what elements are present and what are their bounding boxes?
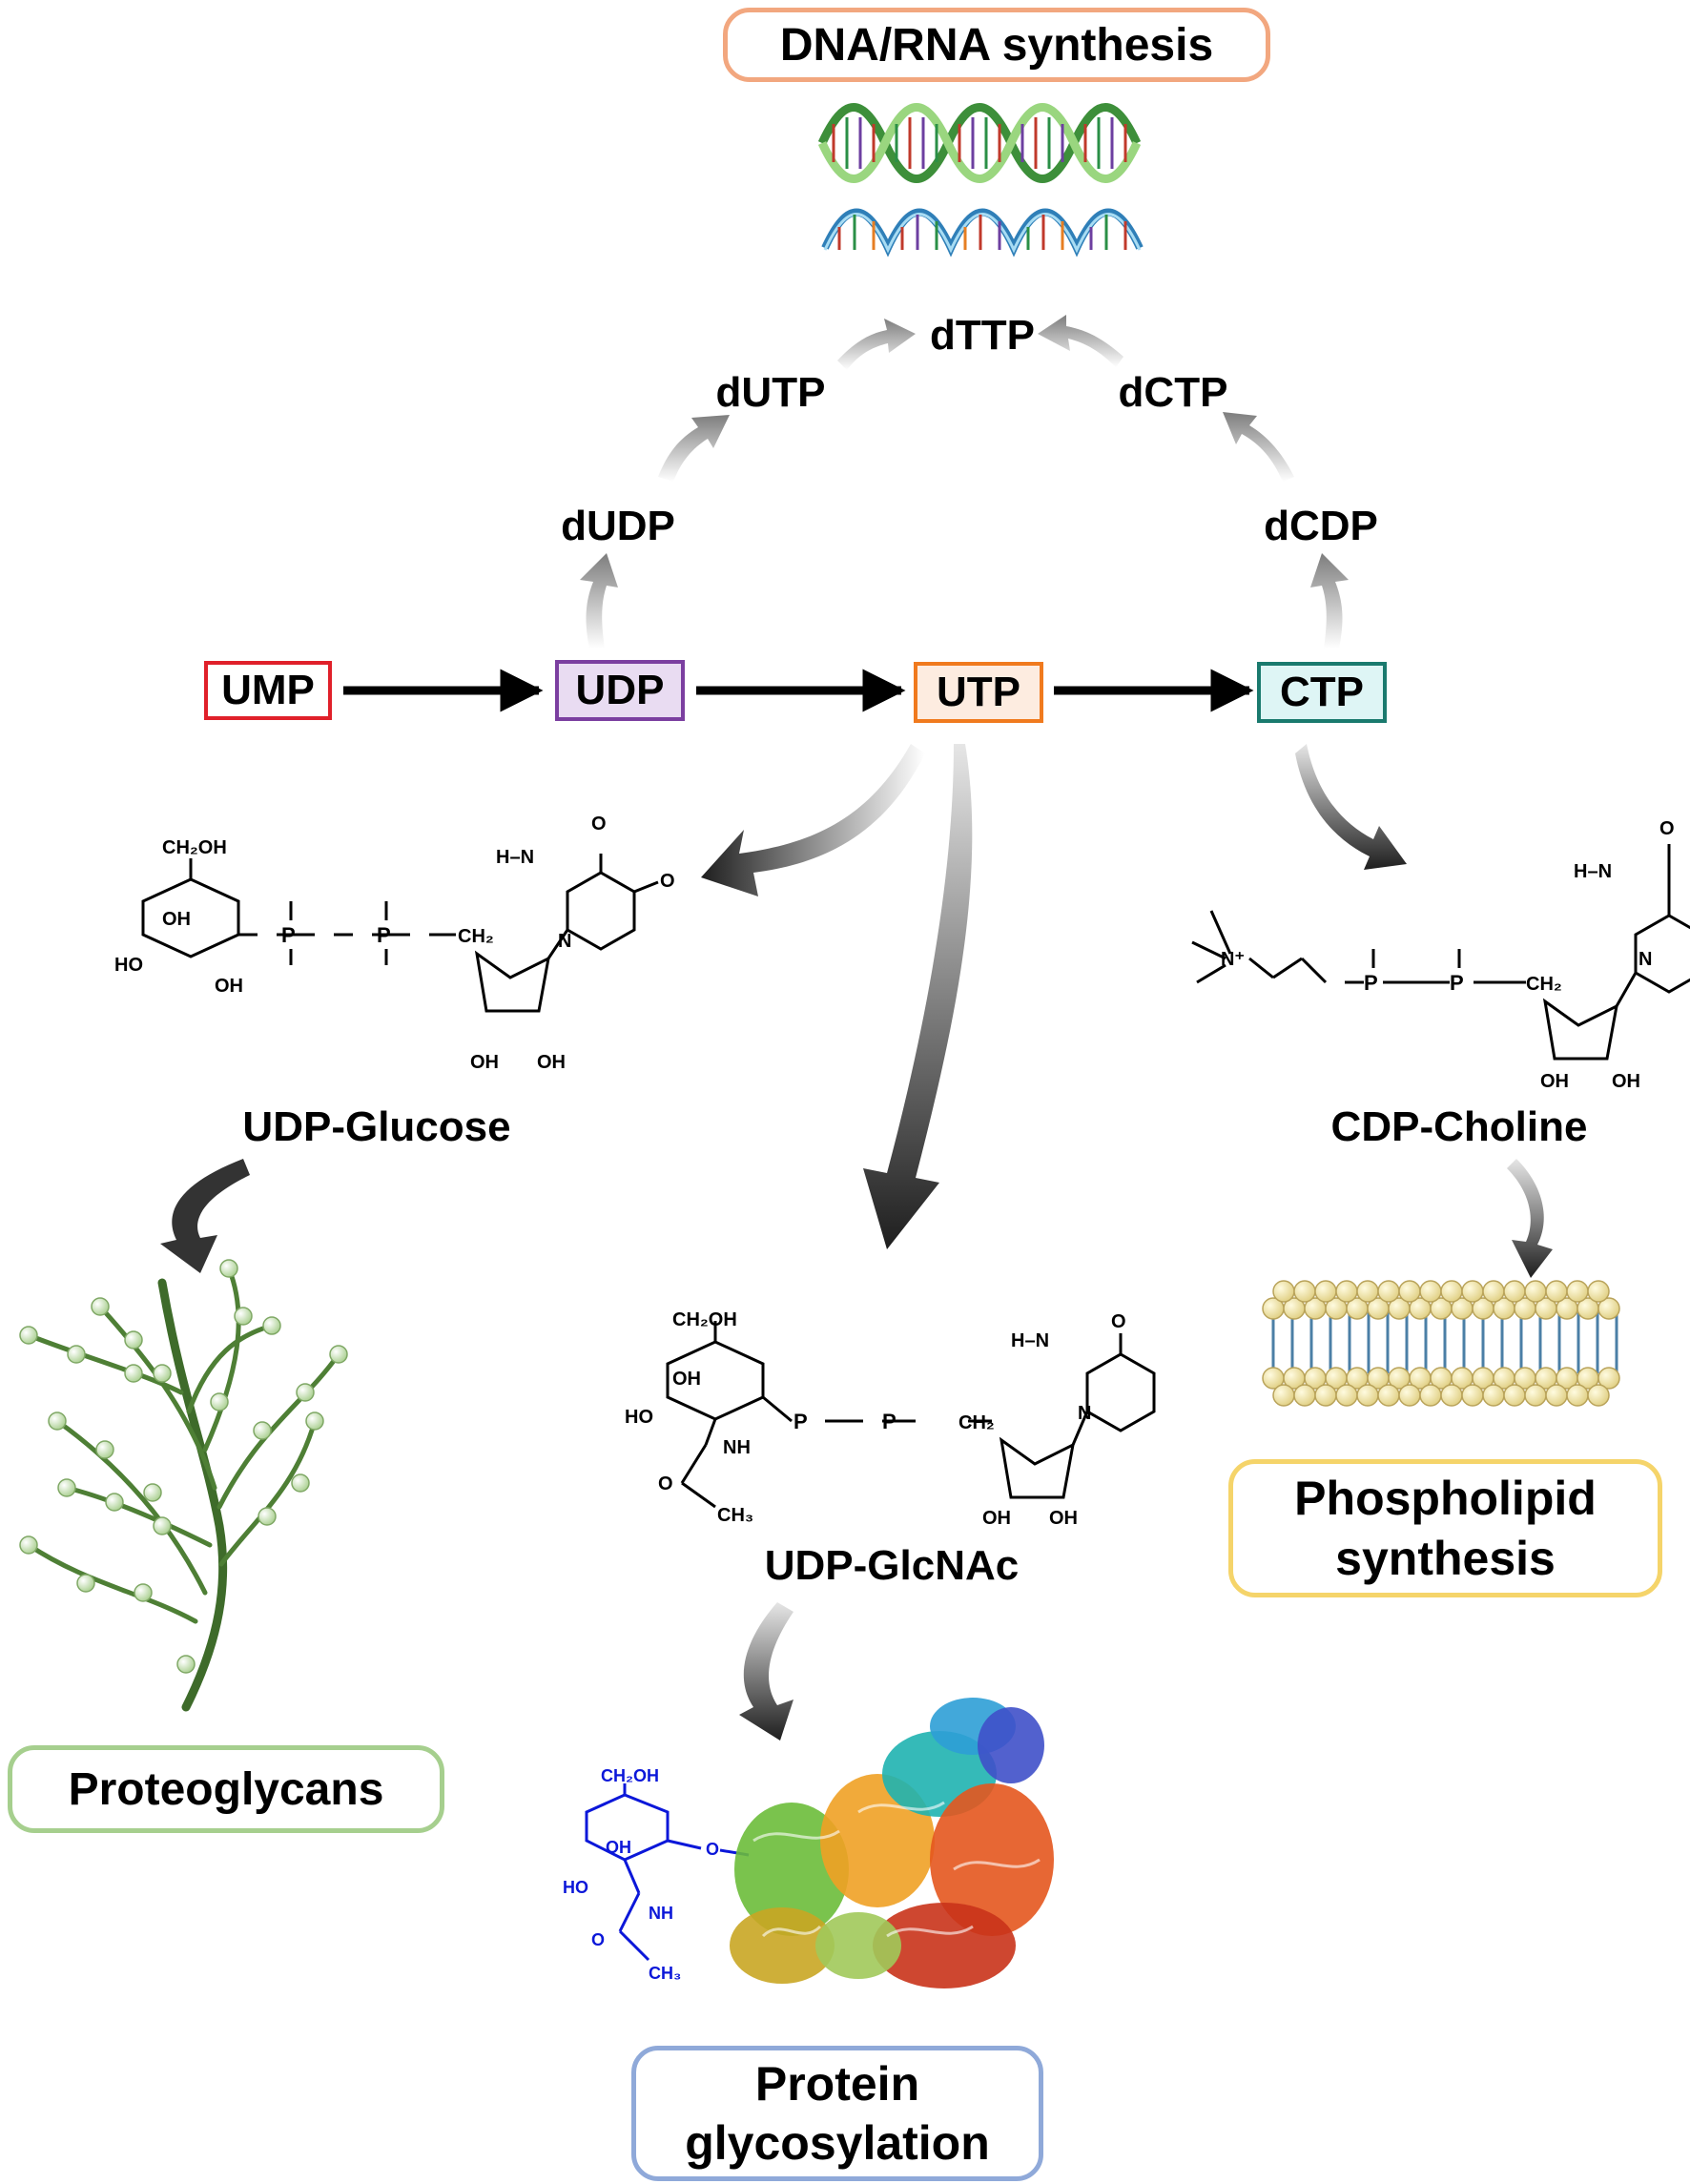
- lipid-bilayer-icon: [1262, 1280, 1620, 1407]
- svg-text:O: O: [658, 1473, 673, 1494]
- dna-rna-synthesis-box: DNA/RNA synthesis: [723, 8, 1270, 82]
- svg-text:O: O: [591, 1930, 605, 1949]
- svg-text:P: P: [882, 1410, 897, 1433]
- svg-text:O: O: [706, 1840, 719, 1859]
- svg-text:OH: OH: [537, 1052, 566, 1073]
- dcdp-label: dCDP: [1264, 503, 1378, 549]
- dctp-label: dCTP: [1118, 369, 1228, 416]
- udp-glcnac-label: UDP-GlcNAc: [764, 1542, 1020, 1589]
- svg-text:OH: OH: [215, 976, 243, 997]
- udp-label: UDP: [575, 667, 665, 713]
- cdp-choline-label: CDP-Choline: [1330, 1103, 1588, 1150]
- dttp-label: dTTP: [930, 312, 1035, 359]
- svg-text:CH₂: CH₂: [958, 1412, 995, 1433]
- proteoglycan-icon: [19, 1259, 348, 1712]
- udp-glucose-label: UDP-Glucose: [242, 1103, 511, 1150]
- dna-helix-icon: [817, 103, 1142, 183]
- dudp-label: dUDP: [561, 503, 675, 549]
- svg-text:H–N: H–N: [1574, 861, 1612, 882]
- svg-text:NH: NH: [723, 1437, 751, 1458]
- proteoglycans-box: Proteoglycans: [8, 1745, 444, 1833]
- svg-text:OH: OH: [1612, 1071, 1640, 1092]
- svg-text:OH: OH: [672, 1369, 701, 1390]
- svg-text:N: N: [1638, 949, 1652, 970]
- udp-node: UDP: [555, 660, 685, 721]
- svg-text:O: O: [660, 871, 675, 892]
- protein-glycosylation-box: Protein glycosylation: [631, 2046, 1043, 2181]
- svg-text:HO: HO: [114, 955, 143, 976]
- glycosylation-label-line1: Protein: [754, 2056, 920, 2111]
- svg-text:H–N: H–N: [496, 847, 534, 868]
- phospholipid-label-line1: Phospholipid: [1294, 1472, 1597, 1525]
- svg-text:OH: OH: [470, 1052, 499, 1073]
- svg-text:OH: OH: [1049, 1508, 1078, 1529]
- svg-text:O: O: [1111, 1311, 1126, 1332]
- svg-text:CH₂OH: CH₂OH: [672, 1309, 737, 1330]
- rna-strand-icon: [821, 208, 1144, 258]
- svg-text:N: N: [1078, 1403, 1091, 1424]
- svg-text:CH₂: CH₂: [458, 926, 494, 947]
- svg-text:CH₃: CH₃: [717, 1505, 753, 1526]
- svg-text:OH: OH: [606, 1838, 631, 1857]
- interconversion-arrows: [580, 315, 1349, 649]
- svg-text:P: P: [1364, 971, 1378, 995]
- svg-text:P: P: [281, 923, 296, 947]
- svg-text:P: P: [1450, 971, 1464, 995]
- glycosylated-protein-icon: CH₂OH HO OH NH O CH₃ O: [563, 1698, 1054, 1988]
- phospholipid-label-line2: synthesis: [1335, 1531, 1556, 1585]
- product-arrows: [160, 744, 1553, 1741]
- utp-label: UTP: [937, 669, 1020, 715]
- udp-glucose-structure: [141, 854, 659, 1013]
- svg-text:NH: NH: [649, 1904, 673, 1923]
- svg-text:CH₂: CH₂: [1526, 974, 1562, 995]
- svg-text:CH₃: CH₃: [649, 1964, 681, 1983]
- svg-text:OH: OH: [162, 909, 191, 930]
- dna-rna-synthesis-label: DNA/RNA synthesis: [779, 19, 1214, 71]
- svg-text:H–N: H–N: [1011, 1330, 1049, 1351]
- cdp-choline-structure: [1191, 844, 1690, 1061]
- svg-text:CH₂OH: CH₂OH: [162, 837, 227, 858]
- proteoglycans-label: Proteoglycans: [68, 1763, 384, 1815]
- svg-text:CH₂OH: CH₂OH: [601, 1766, 659, 1785]
- dutp-label: dUTP: [715, 369, 826, 416]
- utp-node: UTP: [914, 662, 1043, 723]
- phospholipid-synthesis-box: Phospholipid synthesis: [1228, 1459, 1662, 1597]
- svg-text:N⁺: N⁺: [1221, 949, 1245, 970]
- udp-glcnac-structure: [666, 1321, 1156, 1509]
- ump-node: UMP: [204, 661, 332, 720]
- svg-text:HO: HO: [563, 1878, 588, 1897]
- glycosylation-label-line2: glycosylation: [685, 2116, 990, 2170]
- svg-text:HO: HO: [625, 1407, 653, 1428]
- svg-text:N: N: [558, 931, 571, 952]
- svg-text:P: P: [377, 923, 391, 947]
- svg-text:O: O: [1659, 818, 1675, 839]
- ctp-node: CTP: [1257, 662, 1387, 723]
- svg-text:O: O: [591, 814, 607, 834]
- svg-text:P: P: [793, 1410, 808, 1433]
- ump-label: UMP: [221, 667, 315, 713]
- svg-text:OH: OH: [1540, 1071, 1569, 1092]
- svg-text:OH: OH: [982, 1508, 1011, 1529]
- ctp-label: CTP: [1280, 669, 1364, 715]
